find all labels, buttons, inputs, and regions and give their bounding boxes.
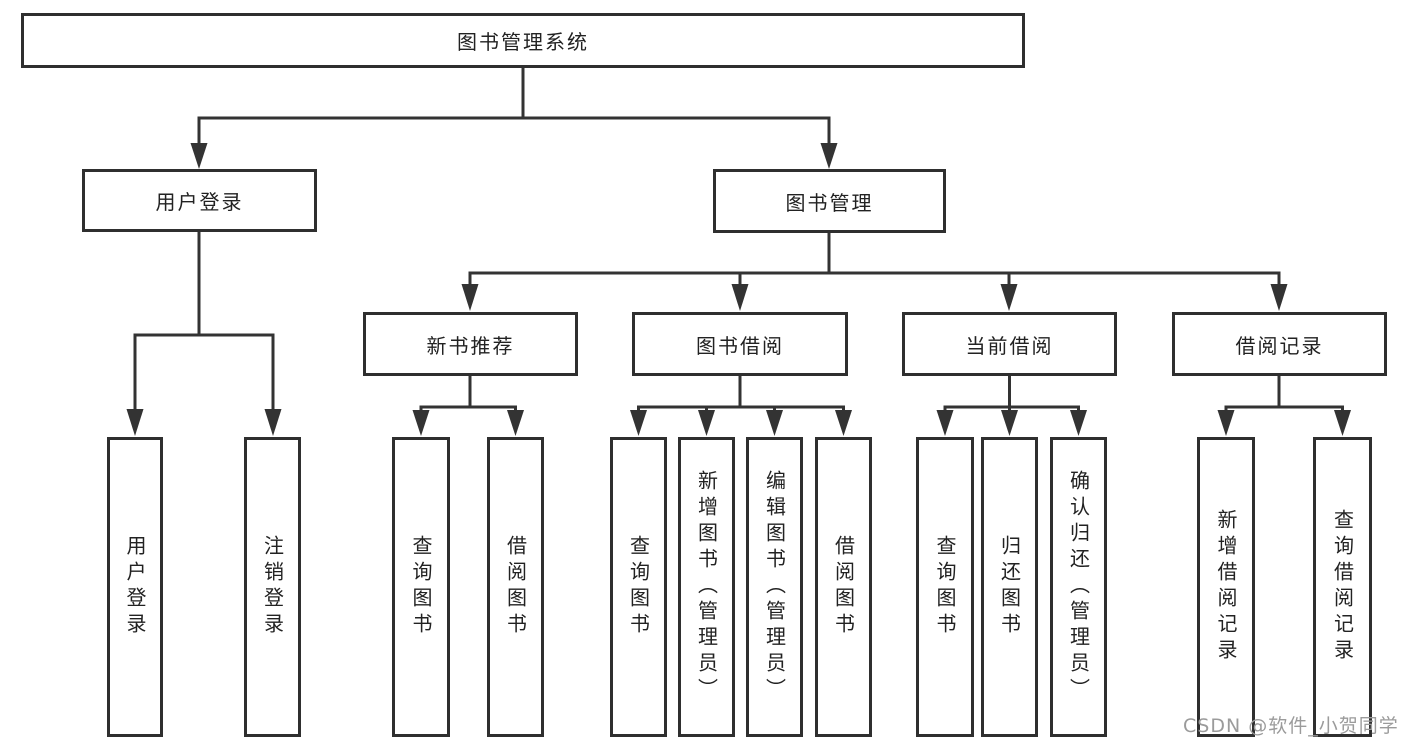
leaf-borrow-borrow-books: 借阅图书 bbox=[815, 437, 872, 737]
node-new-book-rec: 新书推荐 bbox=[363, 312, 578, 376]
leaf-current-return-books-label: 归还图书 bbox=[997, 535, 1022, 639]
node-new-book-rec-label: 新书推荐 bbox=[426, 333, 515, 358]
node-book-mgmt: 图书管理 bbox=[713, 169, 946, 233]
leaf-records-query-record: 查询借阅记录 bbox=[1313, 437, 1372, 737]
node-borrow-records-label: 借阅记录 bbox=[1235, 333, 1324, 358]
leaf-rec-query-books-label: 查询图书 bbox=[409, 535, 433, 639]
leaf-rec-borrow-books: 借阅图书 bbox=[487, 437, 544, 737]
leaf-records-add-record: 新增借阅记录 bbox=[1197, 437, 1255, 737]
connector-new-book-rec-children bbox=[412, 374, 524, 436]
node-root: 图书管理系统 bbox=[21, 13, 1025, 68]
leaf-current-return-books: 归还图书 bbox=[981, 437, 1038, 737]
leaf-borrow-query-books: 查询图书 bbox=[610, 437, 667, 737]
leaf-records-add-record-label: 新增借阅记录 bbox=[1214, 509, 1238, 665]
node-user-login: 用户登录 bbox=[82, 169, 317, 232]
node-book-borrow: 图书借阅 bbox=[632, 312, 848, 376]
connector-book-mgmt-to-level3 bbox=[461, 231, 1288, 311]
leaf-borrow-add-books-admin-label: 新增图书（管理员） bbox=[694, 470, 719, 704]
leaf-current-query-books-label: 查询图书 bbox=[933, 535, 957, 639]
leaf-user-login-label: 用户登录 bbox=[123, 535, 147, 639]
node-user-login-label: 用户登录 bbox=[155, 190, 244, 214]
leaf-logout: 注销登录 bbox=[244, 437, 301, 737]
connector-borrow-records-children bbox=[1217, 374, 1351, 436]
connector-user-login-children bbox=[126, 230, 282, 436]
leaf-borrow-edit-books-admin-label: 编辑图书（管理员） bbox=[762, 470, 787, 704]
node-root-label: 图书管理系统 bbox=[457, 30, 589, 54]
leaf-current-confirm-return-admin-label: 确认归还（管理员） bbox=[1066, 470, 1091, 704]
watermark: CSDN @软件_小贺同学 bbox=[1183, 715, 1399, 737]
leaf-borrow-add-books-admin: 新增图书（管理员） bbox=[678, 437, 735, 737]
node-current-borrow-label: 当前借阅 bbox=[965, 333, 1054, 358]
leaf-current-confirm-return-admin: 确认归还（管理员） bbox=[1050, 437, 1107, 737]
node-borrow-records: 借阅记录 bbox=[1172, 312, 1387, 376]
leaf-borrow-borrow-books-label: 借阅图书 bbox=[831, 535, 856, 639]
leaf-rec-query-books: 查询图书 bbox=[392, 437, 450, 737]
leaf-rec-borrow-books-label: 借阅图书 bbox=[503, 535, 528, 639]
leaf-borrow-query-books-label: 查询图书 bbox=[626, 535, 651, 639]
connector-book-borrow-children bbox=[630, 374, 852, 436]
leaf-logout-label: 注销登录 bbox=[260, 535, 285, 639]
connector-root-to-level2 bbox=[190, 66, 838, 169]
leaf-borrow-edit-books-admin: 编辑图书（管理员） bbox=[746, 437, 803, 737]
leaf-user-login: 用户登录 bbox=[107, 437, 163, 737]
leaf-records-query-record-label: 查询借阅记录 bbox=[1330, 509, 1355, 665]
leaf-current-query-books: 查询图书 bbox=[916, 437, 974, 737]
node-book-mgmt-label: 图书管理 bbox=[785, 190, 874, 215]
connector-current-borrow-children bbox=[936, 374, 1087, 436]
node-book-borrow-label: 图书借阅 bbox=[696, 333, 784, 358]
node-current-borrow: 当前借阅 bbox=[902, 312, 1117, 376]
